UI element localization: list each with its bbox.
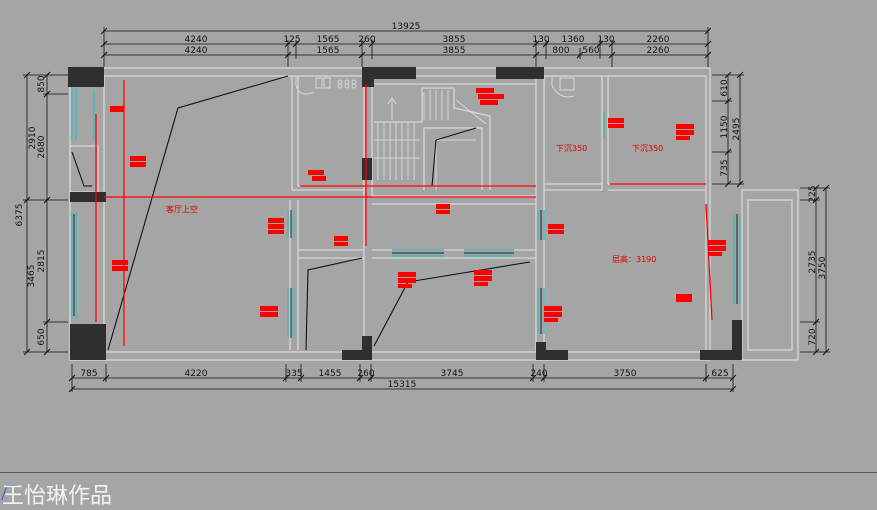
- dim-bot-a: 785: [80, 369, 97, 379]
- dim-bot-c: 335: [285, 369, 302, 379]
- dim-left-inner-d: 2815: [37, 250, 47, 273]
- dim-left-outer-b: 3465: [27, 265, 37, 288]
- author-caption: 王怡琳作品: [2, 484, 113, 509]
- dim-top-r1-h: 130: [597, 35, 614, 45]
- red-marker-lines: [95, 80, 713, 346]
- dim-top-r2-f: 2260: [647, 46, 670, 56]
- dim-top-r2-b: 1565: [317, 46, 340, 56]
- dim-bot-total: 15315: [388, 380, 417, 390]
- bottom-bar: [0, 472, 877, 504]
- dim-top-r1-a: 4240: [185, 35, 208, 45]
- dim-bot-e: 260: [357, 369, 374, 379]
- bottom-dimension-ticks: [68, 374, 737, 393]
- dim-rs-inner-b: 2735: [808, 251, 818, 274]
- left-dimension-ticks: [23, 71, 51, 356]
- dim-right-inner-b: 1150: [720, 115, 730, 138]
- dim-top-r1-b: 125: [283, 35, 300, 45]
- dim-top-r1-f: 130: [532, 35, 549, 45]
- dim-left-inner-a: 850: [37, 75, 47, 92]
- left-dimension-lines: [23, 74, 68, 353]
- dim-right-inner-a: 610: [720, 79, 730, 96]
- label-living-void: 客厅上空: [166, 204, 198, 214]
- windows: [71, 80, 741, 338]
- red-fixtures: [110, 88, 726, 322]
- dim-bot-b: 4220: [185, 369, 208, 379]
- window-hatches: [73, 210, 738, 338]
- dim-rs-inner-c: 720: [808, 328, 818, 345]
- dim-right-inner-c: 735: [720, 159, 730, 176]
- right-side-dimension-ticks: [812, 184, 830, 356]
- dim-top-r2-d: 800: [552, 46, 569, 56]
- label-sunken-2: 下沉350: [632, 144, 663, 153]
- dim-bot-g: 240: [530, 369, 547, 379]
- dim-bot-h: 3750: [614, 369, 637, 379]
- dim-top-r2-c: 3855: [443, 46, 466, 56]
- dim-top-r1-i: 2260: [647, 35, 670, 45]
- floor-plan: 13925 4240 125 1565 260 3855 130 1360 13…: [15, 22, 830, 393]
- label-ceiling-height: 层高：3190: [612, 254, 656, 264]
- dim-top-r2-a: 4240: [185, 46, 208, 56]
- dim-bot-i: 625: [711, 369, 728, 379]
- dim-rs-outer: 3750: [818, 256, 828, 279]
- diagonals: [71, 75, 531, 351]
- dim-bot-f: 3745: [441, 369, 464, 379]
- walls: [69, 67, 799, 361]
- dim-rs-inner-a: 225: [808, 185, 818, 202]
- dim-left-inner-e: 650: [37, 328, 47, 345]
- dim-left-inner-b: 2910: [28, 126, 38, 149]
- top-dimension-ticks: [100, 27, 712, 59]
- dim-top-r1-e: 3855: [443, 35, 466, 45]
- pillars: [68, 67, 742, 360]
- stair-treads: [374, 90, 487, 190]
- dim-top-r2-e: 560: [582, 46, 599, 56]
- dim-right-outer: 2495: [732, 118, 742, 141]
- dim-top-r1-g: 1360: [562, 35, 585, 45]
- label-sunken-1: 下沉350: [556, 144, 587, 153]
- dim-top-total: 13925: [392, 22, 421, 32]
- dim-bot-d: 1455: [319, 369, 342, 379]
- dim-top-r1-c: 1565: [317, 35, 340, 45]
- kitchen-fixtures: [295, 76, 575, 98]
- dim-top-r1-d: 260: [358, 35, 375, 45]
- bottom-dimension-lines: [71, 364, 734, 392]
- right-dimension-ticks: [724, 71, 744, 188]
- dim-left-outer-a: 6375: [15, 204, 25, 227]
- dim-left-inner-c: 2680: [37, 135, 47, 158]
